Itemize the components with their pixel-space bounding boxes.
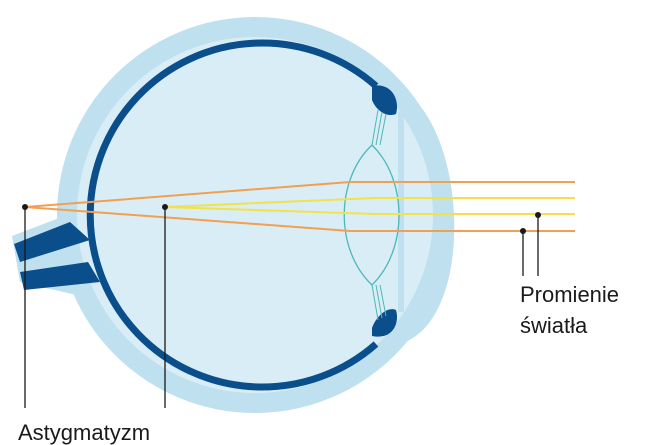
ray-inner-top — [164, 197, 575, 208]
iris-upper — [372, 85, 397, 116]
ray-outer-top — [24, 181, 575, 208]
cornea-inner-strip — [398, 112, 404, 312]
zonule-fibers — [371, 109, 387, 321]
ray-marker-lower — [520, 228, 526, 234]
retina — [86, 39, 379, 391]
ray-outer-bottom — [24, 206, 575, 232]
focal-points — [22, 204, 541, 234]
ray-inner-bottom — [164, 206, 575, 215]
pointers — [24, 207, 539, 408]
vitreous-body — [77, 37, 433, 393]
light-rays — [24, 181, 575, 232]
light-rays-label-line2: światła — [520, 313, 588, 338]
focal-point-in-eye — [162, 204, 168, 210]
light-rays-label-line1: Promienie — [520, 282, 619, 307]
iris-lower — [372, 309, 397, 337]
focal-point-retina-back — [22, 204, 28, 210]
ray-marker-upper — [535, 212, 541, 218]
lens — [343, 144, 400, 286]
astigmatism-label: Astygmatyzm — [18, 420, 150, 445]
optic-nerve — [14, 222, 100, 290]
